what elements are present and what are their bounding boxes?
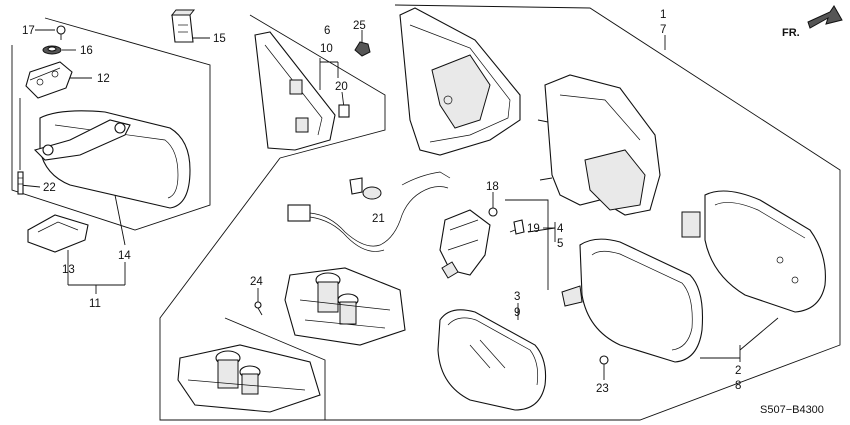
callout-6: 6 [324, 25, 330, 37]
callout-1: 1 [660, 9, 666, 21]
callout-4: 4 [557, 223, 564, 235]
callout-21: 21 [372, 213, 385, 225]
callout-11: 11 [89, 298, 101, 310]
callout-22: 22 [43, 182, 56, 194]
callout-7: 7 [660, 24, 666, 36]
mirror-housing [399, 7, 661, 216]
callout-10: 10 [320, 43, 333, 55]
diagram-code: S507−B4300 [760, 404, 824, 416]
callout-labels: 17 16 12 15 22 13 14 11 6 10 20 25 1 7 1… [22, 9, 741, 395]
mirror-glass [437, 309, 609, 411]
front-direction-indicator: FR. [782, 5, 843, 39]
garnish-assembly [254, 31, 371, 151]
rearview-mirror-assembly [17, 9, 196, 253]
callout-19: 19 [527, 223, 540, 235]
actuator-wiring [287, 171, 525, 279]
callout-2: 2 [735, 365, 741, 377]
callout-12: 12 [97, 73, 110, 85]
callout-13: 13 [62, 264, 75, 276]
callout-20: 20 [335, 81, 348, 93]
callout-5: 5 [557, 238, 563, 250]
callout-18: 18 [486, 181, 499, 193]
direction-label: FR. [782, 27, 800, 39]
callout-16: 16 [80, 45, 93, 57]
callout-15: 15 [213, 33, 226, 45]
callout-23: 23 [596, 383, 609, 395]
mirror-frame-cap [561, 190, 826, 363]
callout-8: 8 [735, 380, 741, 392]
callout-14: 14 [118, 250, 131, 262]
callout-25: 25 [353, 20, 366, 32]
callout-17: 17 [22, 25, 35, 37]
callout-3: 3 [514, 291, 520, 303]
callout-24: 24 [250, 276, 263, 288]
callout-9: 9 [514, 307, 520, 319]
motor-units [177, 267, 406, 413]
frame-lines [11, 4, 841, 421]
